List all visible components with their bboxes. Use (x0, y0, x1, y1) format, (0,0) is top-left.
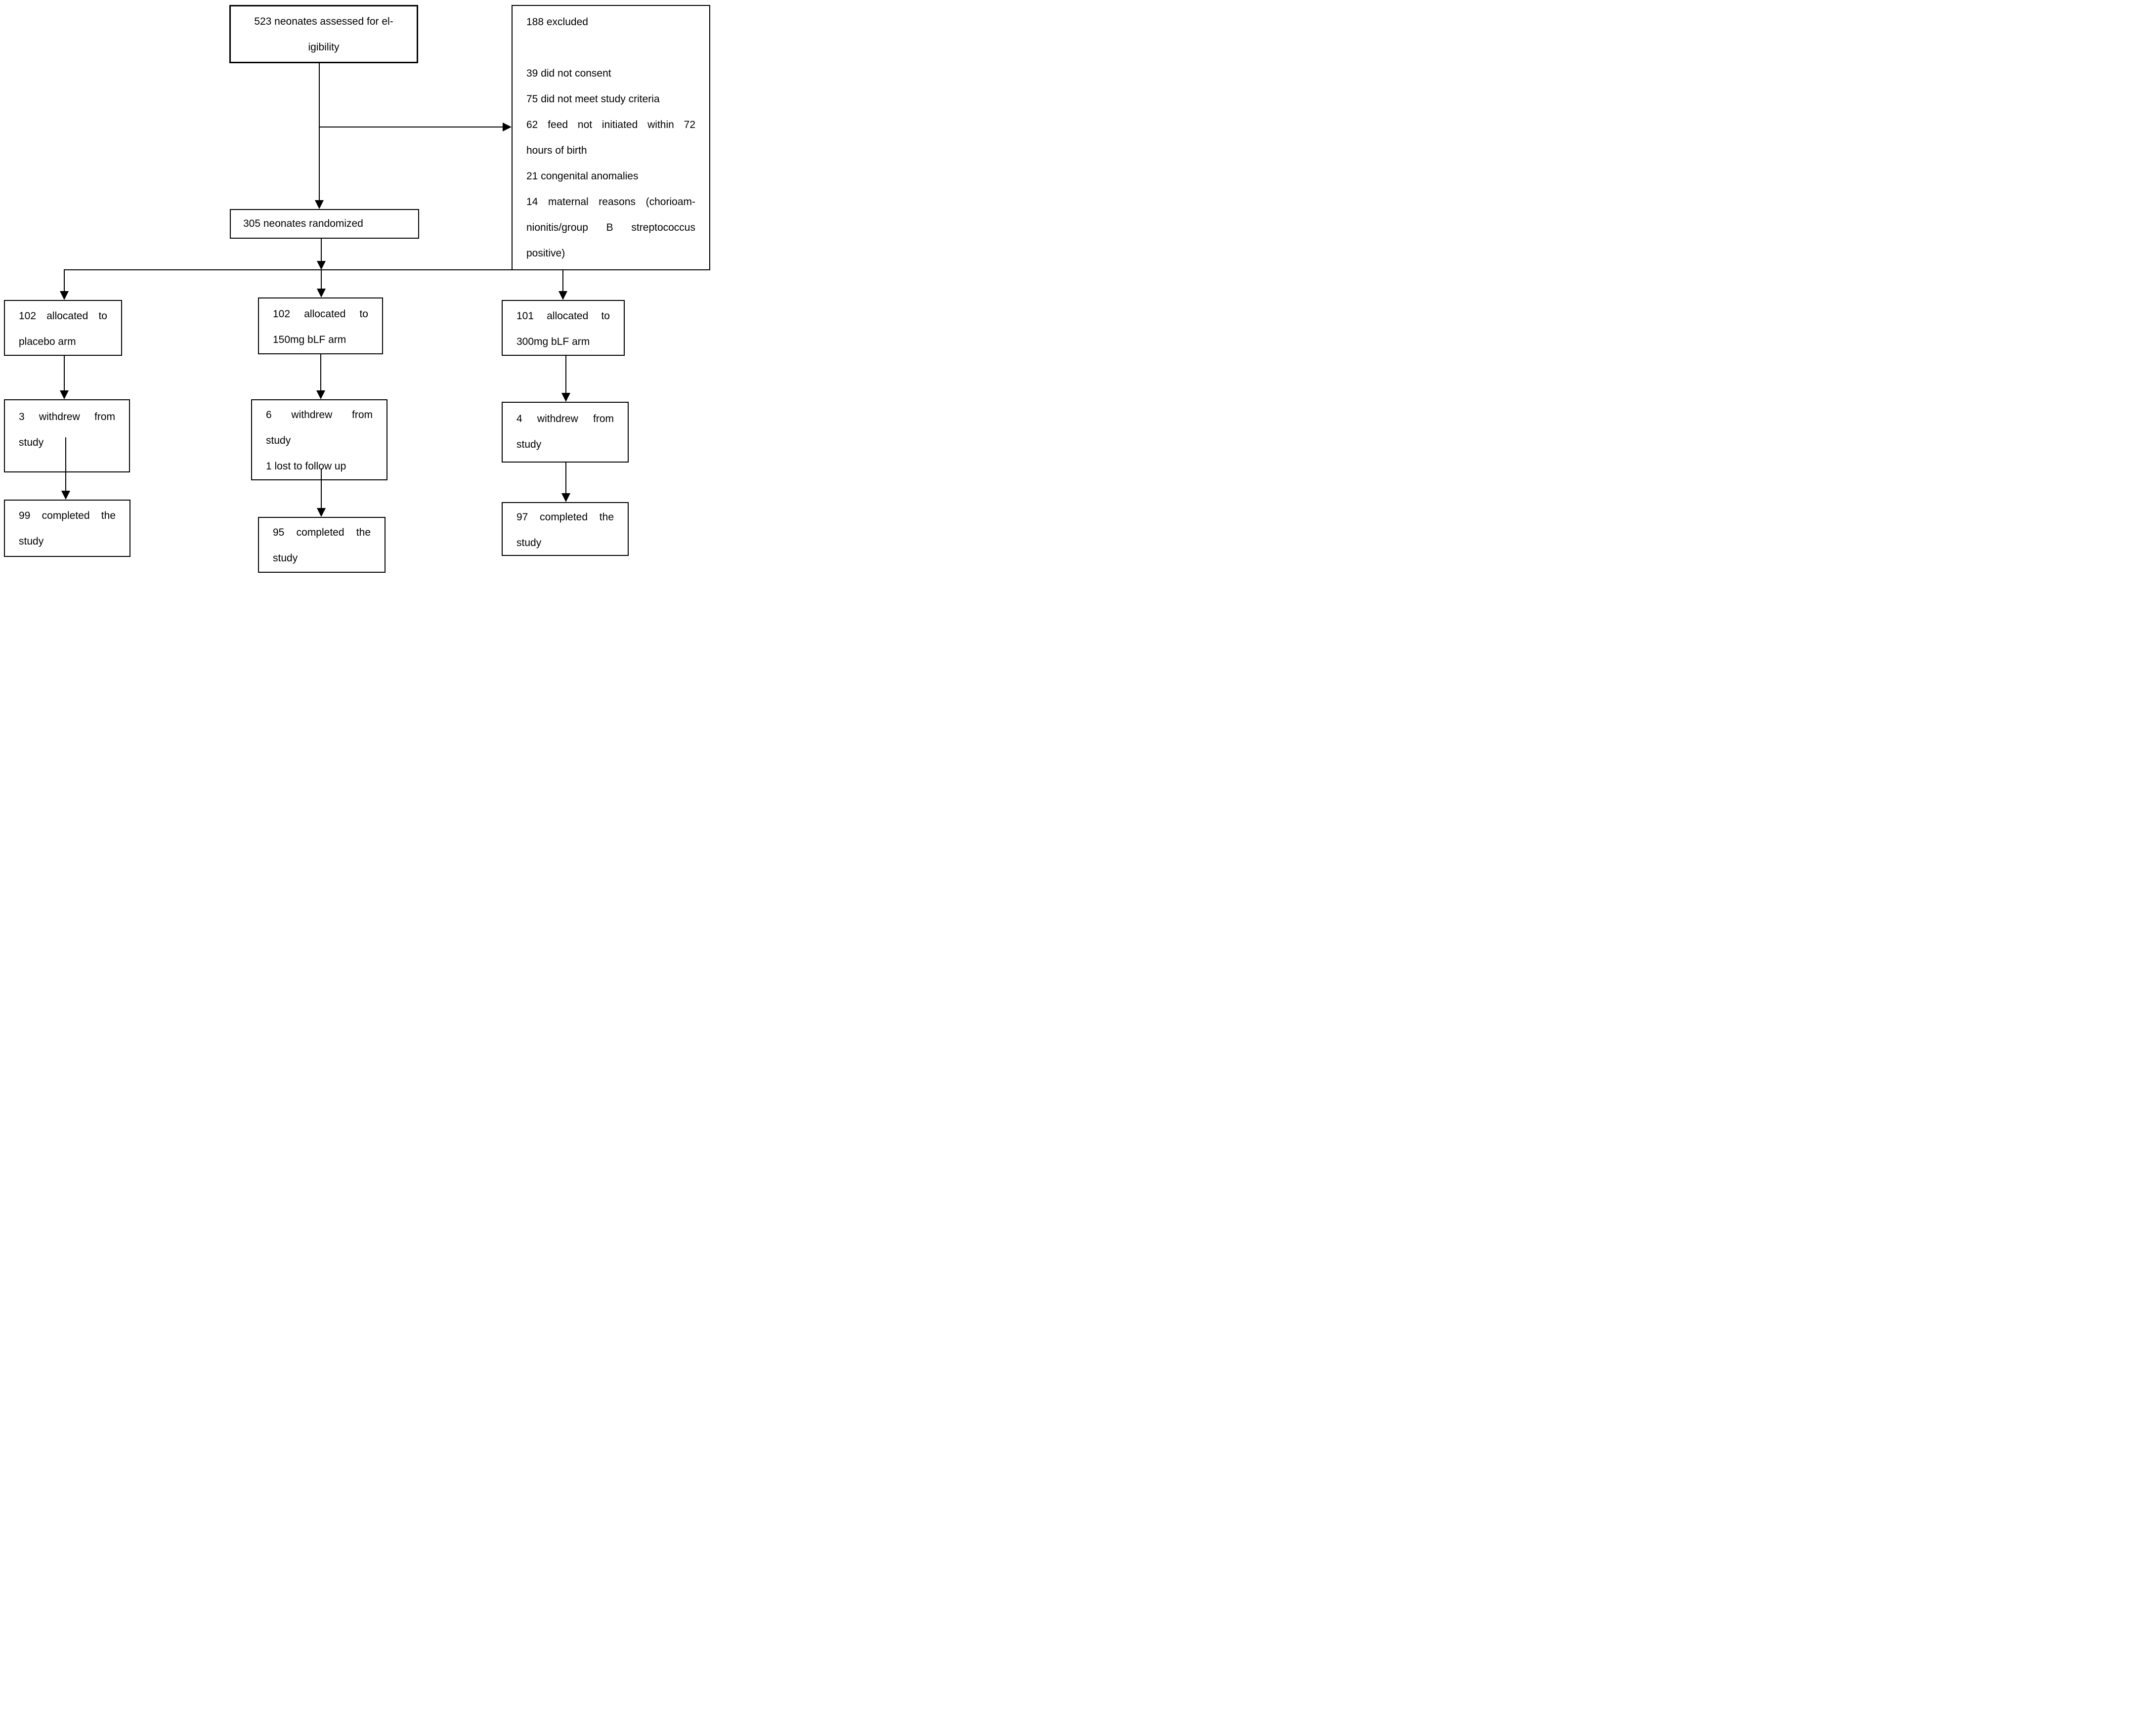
withdrew-150mg-line-3: 1 lost to follow up (266, 461, 346, 472)
excluded-spacer (526, 35, 695, 61)
box-withdrew-300mg: 4 withdrew from study (502, 402, 629, 463)
box-excluded: 188 excluded 39 did not consent 75 did n… (512, 5, 710, 270)
arrow-onto-split-line (317, 261, 326, 270)
excluded-reason-maternal-line-1: 14 maternal reasons (chorioam- (526, 196, 695, 208)
arrow-into-300mg-withdrew (561, 393, 570, 402)
line-300mg-withdrew-to-completed (565, 463, 566, 494)
excluded-reason-consent: 39 did not consent (526, 68, 611, 79)
consort-flow-diagram: 523 neonates assessed for el- igibility … (0, 0, 716, 579)
box-assessed-eligibility: 523 neonates assessed for el- igibility (229, 5, 418, 63)
line-150mg-withdrew-to-completed (321, 468, 322, 509)
line-150mg-to-withdrew (320, 354, 321, 391)
box-withdrew-150mg: 6 withdrew from study 1 lost to follow u… (251, 399, 387, 480)
withdrew-300mg-line-2: study (516, 439, 542, 450)
line-assessed-to-randomized (319, 63, 320, 201)
arrow-into-placebo-withdrew (60, 390, 69, 399)
arrow-into-randomized (315, 200, 324, 209)
excluded-reason-feed-line-1: 62 feed not initiated within 72 (526, 119, 695, 130)
allocated-300mg-line-1: 101 allocated to (516, 310, 610, 322)
box-completed-300mg: 97 completed the study (502, 502, 629, 556)
allocated-300mg-line-2: 300mg bLF arm (516, 336, 590, 347)
arrow-into-300mg-arm (558, 291, 567, 300)
line-placebo-withdrew-to-completed (65, 437, 66, 492)
completed-150mg-line-1: 95 completed the (273, 527, 371, 538)
excluded-reason-maternal-line-3: positive) (526, 248, 565, 259)
line-randomized-to-split (321, 239, 322, 262)
excluded-reason-anomalies: 21 congenital anomalies (526, 170, 639, 182)
line-split-to-placebo (64, 270, 65, 292)
excluded-reason-criteria: 75 did not meet study criteria (526, 93, 660, 105)
withdrew-150mg-line-1: 6 withdrew from (266, 409, 373, 421)
box-withdrew-placebo: 3 withdrew from study (4, 399, 130, 472)
completed-150mg-line-2: study (273, 552, 298, 564)
line-300mg-to-withdrew (565, 356, 566, 394)
allocated-150mg-line-1: 102 allocated to (273, 308, 368, 320)
arrow-into-placebo-completed (61, 491, 70, 500)
arrow-into-150mg-completed (317, 508, 326, 517)
excluded-reason-maternal-line-2: nionitis/group B streptococcus (526, 222, 695, 233)
box-completed-placebo: 99 completed the study (4, 500, 130, 557)
line-split-to-150mg (321, 270, 322, 290)
allocated-placebo-line-1: 102 allocated to (19, 310, 107, 322)
completed-placebo-line-1: 99 completed the (19, 510, 116, 521)
allocated-150mg-line-2: 150mg bLF arm (273, 334, 346, 345)
split-line (64, 269, 563, 270)
withdrew-placebo-line-1: 3 withdrew from (19, 411, 115, 423)
excluded-title: 188 excluded (526, 16, 588, 28)
line-split-to-300mg (562, 270, 563, 292)
box-allocated-placebo: 102 allocated to placebo arm (4, 300, 122, 356)
excluded-reason-feed-line-2: hours of birth (526, 145, 587, 156)
assessed-line-2: igibility (308, 42, 340, 53)
box-randomized: 305 neonates randomized (230, 209, 419, 239)
arrow-into-placebo-arm (60, 291, 69, 300)
arrow-into-150mg-withdrew (316, 390, 325, 399)
arrow-into-300mg-completed (561, 493, 570, 502)
arrow-into-excluded (503, 123, 512, 131)
allocated-placebo-line-2: placebo arm (19, 336, 76, 347)
randomized-text: 305 neonates randomized (243, 218, 363, 229)
box-allocated-150mg: 102 allocated to 150mg bLF arm (258, 297, 383, 354)
box-allocated-300mg: 101 allocated to 300mg bLF arm (502, 300, 625, 356)
completed-300mg-line-2: study (516, 537, 542, 549)
box-completed-150mg: 95 completed the study (258, 517, 386, 573)
assessed-line-1: 523 neonates assessed for el- (254, 16, 393, 27)
completed-placebo-line-2: study (19, 536, 44, 547)
arrow-into-150mg-arm (317, 289, 326, 297)
withdrew-placebo-line-2: study (19, 437, 44, 448)
withdrew-300mg-line-1: 4 withdrew from (516, 413, 614, 424)
withdrew-150mg-line-2: study (266, 435, 291, 446)
completed-300mg-line-1: 97 completed the (516, 511, 614, 523)
line-placebo-to-withdrew (64, 356, 65, 391)
